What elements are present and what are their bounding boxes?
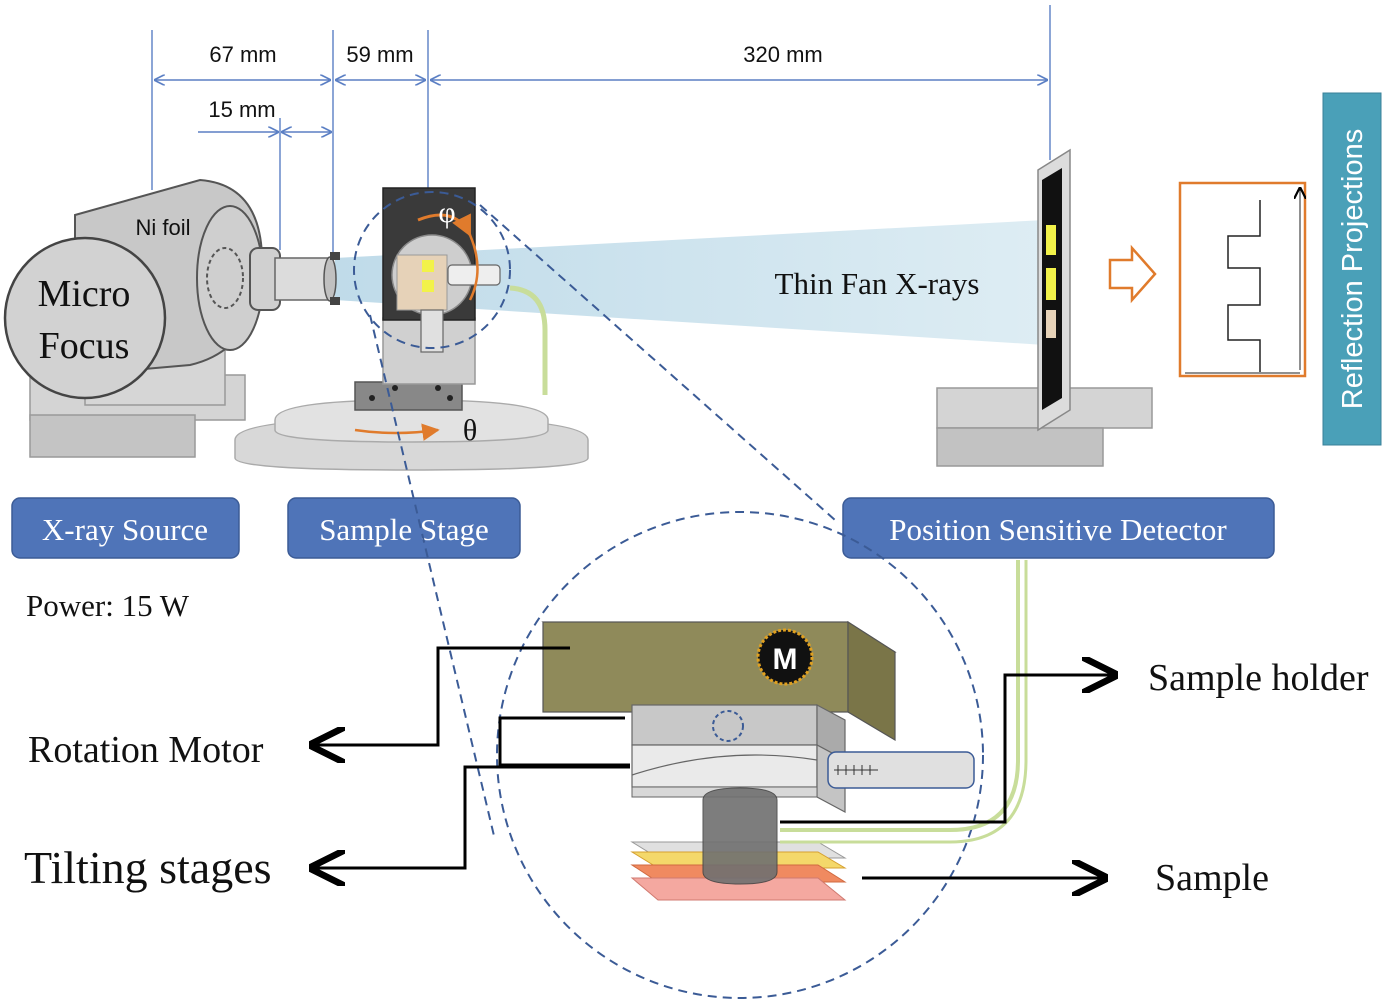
xray-source-label-box: X-ray Source xyxy=(11,497,240,559)
sample-stage-label: Sample Stage xyxy=(319,512,489,547)
phi-label: φ xyxy=(438,196,455,229)
sample-stage xyxy=(234,187,589,471)
detail-assembly xyxy=(541,560,1028,901)
power-label: Power: 15 W xyxy=(26,588,190,623)
dim-59mm: 59 mm xyxy=(346,42,413,67)
ni-foil-label: Ni foil xyxy=(135,215,190,240)
xray-fan-beam xyxy=(335,220,1045,345)
sample-stage-label-box: Sample Stage xyxy=(287,497,521,559)
theta-label: θ xyxy=(463,414,477,447)
detector-label-box: Position Sensitive Detector xyxy=(842,497,1275,559)
dim-320mm: 320 mm xyxy=(743,42,822,67)
rotation-motor-label: Rotation Motor xyxy=(28,729,264,771)
zoom-lines xyxy=(353,191,984,999)
projection-plot xyxy=(1178,181,1307,378)
beam-label: Thin Fan X-rays xyxy=(775,266,980,301)
focus-label: Focus xyxy=(39,325,130,367)
xray-source-label: X-ray Source xyxy=(42,512,208,547)
hollow-arrow-icon xyxy=(1108,244,1157,304)
motor-symbol: M xyxy=(773,643,798,676)
dim-67mm: 67 mm xyxy=(209,42,276,67)
projection-label: Reflection Projections xyxy=(1337,129,1369,409)
xray-source xyxy=(3,178,340,458)
sample-holder-label: Sample holder xyxy=(1148,657,1369,699)
detector xyxy=(936,148,1153,467)
tilting-stages-label: Tilting stages xyxy=(24,842,272,893)
dimension-lines xyxy=(151,5,1051,255)
detector-label: Position Sensitive Detector xyxy=(889,512,1227,547)
sample-label: Sample xyxy=(1155,857,1269,899)
dim-15mm: 15 mm xyxy=(208,97,275,122)
projection-panel xyxy=(1322,92,1382,446)
leader-arrows xyxy=(312,646,1115,878)
micro-label: Micro xyxy=(38,273,131,315)
